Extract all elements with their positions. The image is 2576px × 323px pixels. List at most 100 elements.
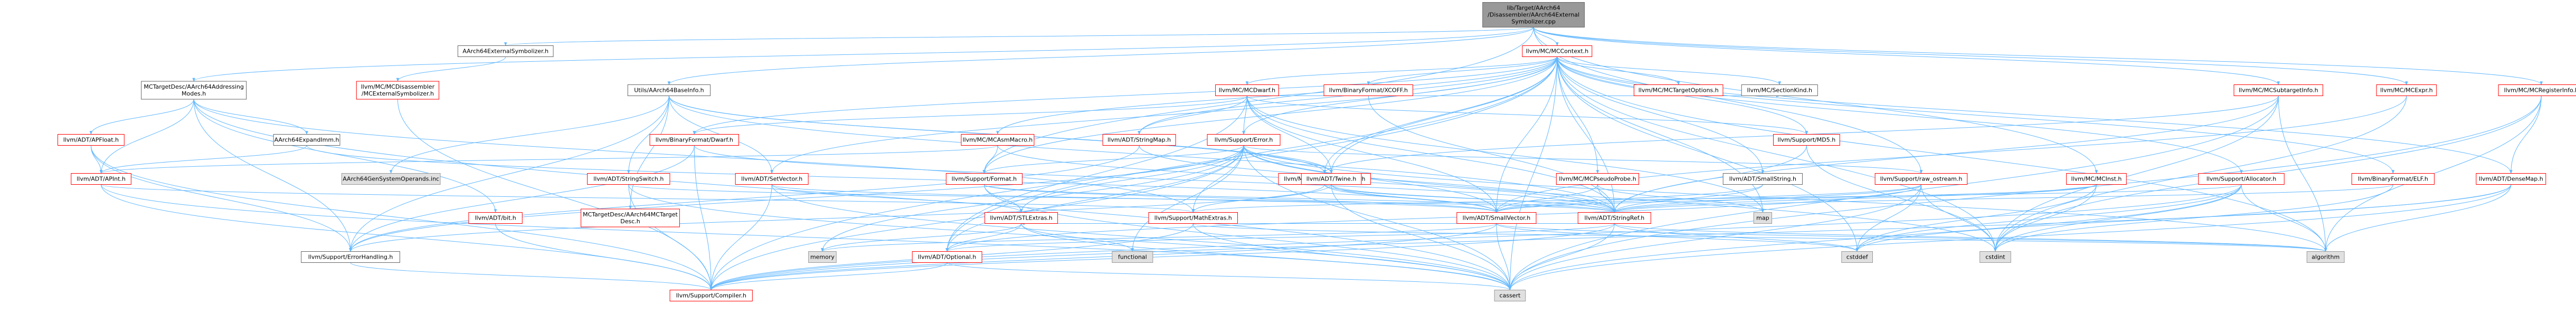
node-smallvector[interactable]: llvm/ADT/SmallVector.h <box>1456 212 1537 224</box>
node-label: llvm/BinaryFormat/ELF.h <box>2358 176 2428 183</box>
node-stlextras[interactable]: llvm/ADT/STLExtras.h <box>984 212 1058 224</box>
node-smallstring: llvm/ADT/SmallString.h <box>1722 173 1803 185</box>
node-optional[interactable]: llvm/ADT/Optional.h <box>912 251 982 263</box>
node-densemap[interactable]: llvm/ADT/DenseMap.h <box>2476 173 2546 185</box>
node-mathextras[interactable]: llvm/Support/MathExtras.h <box>1148 212 1238 224</box>
edge-bf_elf-to-cstdint <box>1994 184 2393 252</box>
node-box <box>1494 290 1526 301</box>
node-stringref[interactable]: llvm/ADT/StringRef.h <box>1577 212 1651 224</box>
node-label: cstdint <box>1985 254 2005 261</box>
node-aarch64expand: AArch64ExpandImm.h <box>273 134 340 146</box>
dependency-edges <box>89 27 2543 291</box>
edge-sup_error-to-sup_format <box>982 145 1244 174</box>
node-mctargetopts[interactable]: llvm/MC/MCTargetOptions.h <box>1633 84 1723 96</box>
node-stringswitch[interactable]: llvm/ADT/StringSwitch.h <box>587 173 670 185</box>
node-box <box>57 134 125 146</box>
node-box <box>669 290 753 301</box>
node-label: llvm/MC/MCSubtargetInfo.h <box>2239 87 2318 94</box>
node-box <box>1980 251 2011 263</box>
node-setvector[interactable]: llvm/ADT/SetVector.h <box>735 173 809 185</box>
node-xcoff[interactable]: llvm/BinaryFormat/XCOFF.h <box>1323 84 1414 96</box>
node-sup_format[interactable]: llvm/Support/Format.h <box>945 173 1022 185</box>
node-bf_dwarf[interactable]: llvm/BinaryFormat/Dwarf.h <box>649 134 740 146</box>
node-utils_base: Utils/AArch64BaseInfo.h <box>627 84 711 96</box>
edge-sup_md5-to-cstdint <box>1806 145 1997 252</box>
node-label: llvm/ADT/Twine.h <box>1306 176 1357 183</box>
node-box <box>649 134 740 146</box>
node-box <box>587 173 670 185</box>
node-mcexternsym[interactable]: llvm/MC/MCDisassembler/MCExternalSymboli… <box>356 81 440 100</box>
node-label: llvm/Support/ErrorHandling.h <box>308 254 393 261</box>
node-label: llvm/MC/MCContext.h <box>1526 48 1589 55</box>
edge-mccontext-to-setvector <box>770 56 1558 174</box>
edge-pseudoprobe-to-map <box>1597 184 1765 213</box>
node-label: Utils/AArch64BaseInfo.h <box>634 87 704 94</box>
node-apfloat[interactable]: llvm/ADT/APFloat.h <box>57 134 125 146</box>
node-raw_ostream[interactable]: llvm/Support/raw_ostream.h <box>1874 173 1968 185</box>
edge-optional-to-cassert <box>946 262 1512 291</box>
edge-mccontext-to-stringref <box>1557 56 1616 213</box>
node-pseudoprobe[interactable]: llvm/MC/MCPseudoProbe.h <box>1556 173 1640 185</box>
node-cstdint: cstdint <box>1980 251 2011 263</box>
edge-allocator-to-cassert <box>1508 184 2242 291</box>
node-label: llvm/MC/MCRegisterInfo.h <box>2504 87 2576 94</box>
node-sup_error[interactable]: llvm/Support/Error.h <box>1207 134 1281 146</box>
node-errhandling: llvm/Support/ErrorHandling.h <box>301 251 400 263</box>
edge-allocator-to-compiler <box>709 184 2242 291</box>
node-label: llvm/ADT/SmallString.h <box>1729 176 1796 183</box>
node-label: llvm/MC/SectionKind.h <box>1747 87 1813 94</box>
node-label: llvm/BinaryFormat/XCOFF.h <box>1329 87 1408 94</box>
node-mcsubtargetinfo[interactable]: llvm/MC/MCSubtargetInfo.h <box>2233 84 2324 96</box>
node-root: lib/Target/AArch64/Disassembler/AArch64E… <box>1482 2 1585 27</box>
node-box <box>2233 84 2324 96</box>
edge-stringmap-to-stringref <box>1139 145 1616 213</box>
edge-twine-to-errhandling <box>349 184 1332 252</box>
edge-addrmodes-to-apfloat <box>89 99 194 135</box>
node-mcexpr[interactable]: llvm/MC/MCExpr.h <box>2376 84 2437 96</box>
node-label: MCTargetDesc/AArch64MCTarget <box>583 211 678 218</box>
node-box <box>2066 173 2127 185</box>
node-box <box>2376 84 2437 96</box>
edge-mcexpr-to-smallvector <box>1495 96 2407 213</box>
node-label: AArch64GenSystemOperands.inc <box>343 176 439 183</box>
edge-stringswitch-to-compiler <box>628 184 713 291</box>
node-mcasmmacro[interactable]: llvm/MC/MCAsmMacro.h <box>961 134 1035 146</box>
edge-mccontext-to-sup_format <box>982 56 1558 174</box>
node-label: /MCExternalSymbolizer.h <box>362 90 434 97</box>
node-functional: functional <box>1112 251 1153 263</box>
node-bf_elf[interactable]: llvm/BinaryFormat/ELF.h <box>2351 173 2435 185</box>
node-mcdwarf[interactable]: llvm/MC/MCDwarf.h <box>1215 84 1279 96</box>
node-map: map <box>1753 212 1773 224</box>
node-box <box>141 81 247 100</box>
edge-mccontext-to-allocator <box>1557 56 2243 174</box>
edge-setvector-to-compiler <box>709 184 772 291</box>
node-label: llvm/ADT/Optional.h <box>918 254 976 261</box>
node-bitset[interactable]: llvm/ADT/bit.h <box>468 212 523 224</box>
node-box <box>1773 134 1840 146</box>
edge-root-to-mcexpr <box>1533 27 2408 86</box>
node-compiler[interactable]: llvm/Support/Compiler.h <box>669 290 753 301</box>
node-mccontext[interactable]: llvm/MC/MCContext.h <box>1522 45 1593 57</box>
node-mcinst[interactable]: llvm/MC/MCInst.h <box>2066 173 2127 185</box>
node-apint[interactable]: llvm/ADT/APInt.h <box>71 173 131 185</box>
node-mcreginfo[interactable]: llvm/MC/MCRegisterInfo.h <box>2498 84 2576 96</box>
node-box <box>2198 173 2285 185</box>
node-allocator[interactable]: llvm/Support/Allocator.h <box>2198 173 2285 185</box>
node-twine[interactable]: llvm/ADT/Twine.h <box>1301 173 1362 185</box>
node-gensysops: AArch64GenSystemOperands.inc <box>341 173 441 185</box>
node-label: llvm/ADT/SmallVector.h <box>1463 215 1531 222</box>
node-label: cstddef <box>1846 254 1869 261</box>
node-label: llvm/Support/Format.h <box>952 176 1017 183</box>
node-box <box>2476 173 2546 185</box>
edge-allocator-to-algorithm <box>2241 184 2327 252</box>
edge-mcdwarf-to-map <box>1246 96 1765 213</box>
edge-bf_dwarf-to-stringref <box>694 145 1616 213</box>
node-stringmap[interactable]: llvm/ADT/StringMap.h <box>1102 134 1176 146</box>
node-label: functional <box>1118 254 1147 261</box>
edge-twine-to-smallvector <box>1331 184 1498 213</box>
node-sup_md5[interactable]: llvm/Support/MD5.h <box>1773 134 1840 146</box>
edge-setvector-to-smallvector <box>771 184 1498 213</box>
edge-mcdwarf-to-bf_dwarf <box>693 96 1247 135</box>
edge-mcdwarf-to-stringmap <box>1138 96 1247 135</box>
